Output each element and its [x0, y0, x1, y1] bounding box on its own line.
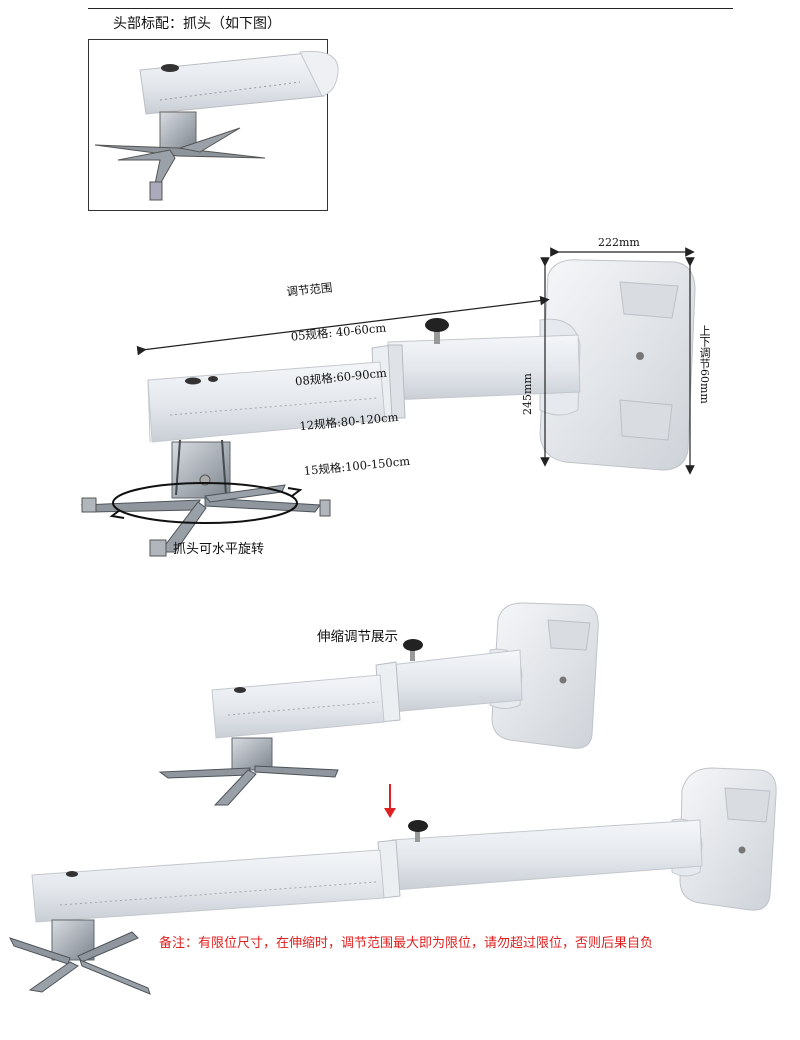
adjust-range-spec: 05规格: 40-60cm [290, 320, 387, 344]
main-mount-illustration [80, 259, 696, 557]
adjust-range-title: 调节范围 [285, 280, 334, 299]
adjust-range-block: 调节范围 05规格: 40-60cm 08规格:60-90cm 12规格:80-… [283, 245, 412, 494]
vertical-adjust-label: 上下调节60mm [698, 325, 711, 404]
dimension-lines [136, 247, 695, 475]
red-down-arrow [384, 784, 396, 818]
telescopic-demo-caption: 伸缩调节展示 [317, 629, 398, 645]
adjust-range-spec: 15规格:100-150cm [303, 453, 411, 478]
top-rule [88, 8, 733, 9]
rotate-caption: 抓头可水平旋转 [173, 542, 265, 557]
extended-mount-illustration [9, 767, 777, 995]
width-dimension-label: 222mm [598, 236, 640, 249]
retracted-mount-illustration [158, 602, 599, 806]
adjust-range-spec: 08规格:60-90cm [294, 365, 388, 389]
inset-label: 头部标配：抓头（如下图） [113, 16, 281, 32]
limit-note: 备注：有限位尺寸，在伸缩时，调节范围最大即为限位，请勿超过限位，否则后果自负 [159, 936, 654, 951]
adjust-range-spec: 12规格:80-120cm [298, 409, 400, 434]
height-dimension-label: 245mm [521, 373, 534, 415]
inset-head-illustration [94, 50, 339, 201]
